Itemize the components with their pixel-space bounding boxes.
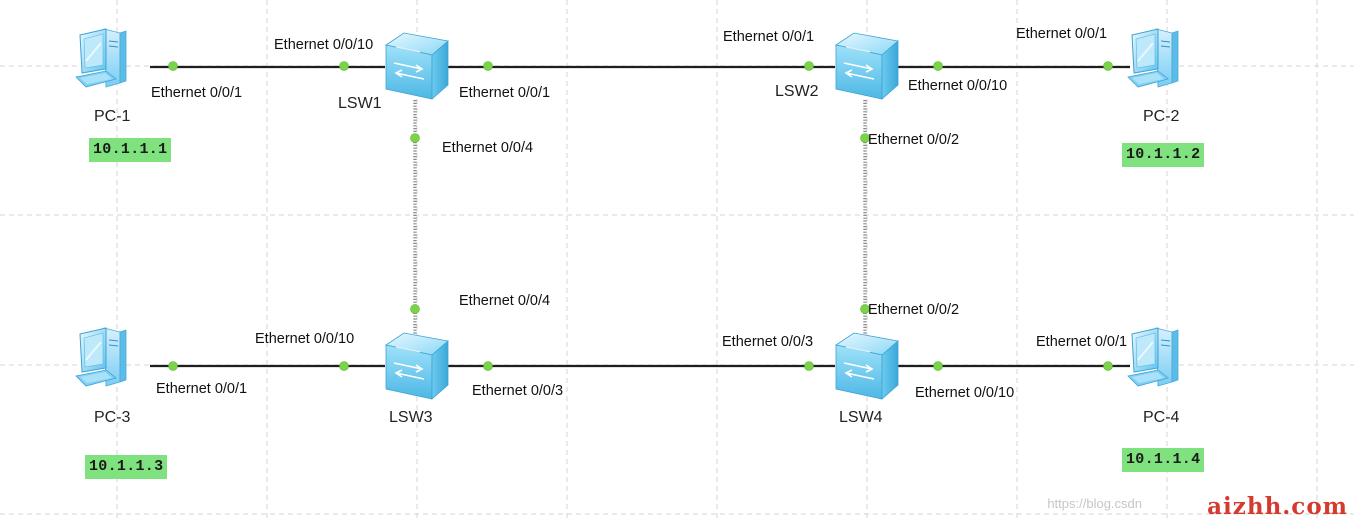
port-indicators — [168, 61, 1113, 371]
port-dot — [483, 61, 493, 71]
switch-lsw3[interactable] — [385, 332, 449, 400]
port-label: Ethernet 0/0/4 — [459, 293, 550, 309]
switch-lsw1[interactable] — [385, 32, 449, 100]
port-label: Ethernet 0/0/4 — [442, 140, 533, 156]
device-name-lsw3: LSW3 — [389, 409, 433, 426]
switch-icon — [835, 32, 899, 100]
port-dot — [483, 361, 493, 371]
port-label: Ethernet 0/0/1 — [156, 381, 247, 397]
watermark-text: https://blog.csdn — [1047, 496, 1142, 511]
brand-logo: aizhh.com — [1207, 493, 1348, 520]
device-name-lsw1: LSW1 — [338, 95, 382, 112]
port-dot — [339, 361, 349, 371]
port-dot — [410, 304, 420, 314]
switch-icon — [385, 32, 449, 100]
port-label: Ethernet 0/0/3 — [722, 334, 813, 350]
switch-icon — [835, 332, 899, 400]
device-name-lsw2: LSW2 — [775, 83, 819, 100]
port-label: Ethernet 0/0/1 — [459, 85, 550, 101]
port-label: Ethernet 0/0/1 — [151, 85, 242, 101]
computer-icon — [75, 327, 127, 387]
ip-badge-pc1: 10.1.1.1 — [89, 138, 172, 162]
port-dot — [933, 61, 943, 71]
switch-lsw2[interactable] — [835, 32, 899, 100]
pc-4[interactable] — [1127, 327, 1179, 387]
port-dot — [804, 361, 814, 371]
device-name-pc3: PC-3 — [94, 409, 131, 426]
port-label: Ethernet 0/0/1 — [1016, 26, 1107, 42]
port-label: Ethernet 0/0/10 — [908, 78, 1007, 94]
port-label: Ethernet 0/0/10 — [255, 331, 354, 347]
port-dot — [1103, 361, 1113, 371]
device-name-pc1: PC-1 — [94, 108, 131, 125]
switch-lsw4[interactable] — [835, 332, 899, 400]
switch-icon — [385, 332, 449, 400]
port-label: Ethernet 0/0/1 — [723, 29, 814, 45]
port-label: Ethernet 0/0/10 — [915, 385, 1014, 401]
pc-3[interactable] — [75, 327, 127, 387]
port-dot — [168, 61, 178, 71]
ip-badge-pc3: 10.1.1.3 — [85, 455, 168, 479]
port-dot — [933, 361, 943, 371]
port-label: Ethernet 0/0/10 — [274, 37, 373, 53]
computer-icon — [1127, 327, 1179, 387]
port-dot — [168, 361, 178, 371]
pc-2[interactable] — [1127, 28, 1179, 88]
device-name-pc2: PC-2 — [1143, 108, 1180, 125]
port-dot — [860, 133, 870, 143]
port-label: Ethernet 0/0/1 — [1036, 334, 1127, 350]
links — [150, 65, 1130, 368]
computer-icon — [75, 28, 127, 88]
ip-badge-pc2: 10.1.1.2 — [1122, 143, 1205, 167]
port-label: Ethernet 0/0/2 — [868, 132, 959, 148]
port-dot — [410, 133, 420, 143]
port-dot — [339, 61, 349, 71]
port-dot — [804, 61, 814, 71]
pc-1[interactable] — [75, 28, 127, 88]
port-dot — [1103, 61, 1113, 71]
port-label: Ethernet 0/0/2 — [868, 302, 959, 318]
port-dot — [860, 304, 870, 314]
computer-icon — [1127, 28, 1179, 88]
device-name-pc4: PC-4 — [1143, 409, 1180, 426]
port-label: Ethernet 0/0/3 — [472, 383, 563, 399]
device-name-lsw4: LSW4 — [839, 409, 883, 426]
ip-badge-pc4: 10.1.1.4 — [1122, 448, 1205, 472]
